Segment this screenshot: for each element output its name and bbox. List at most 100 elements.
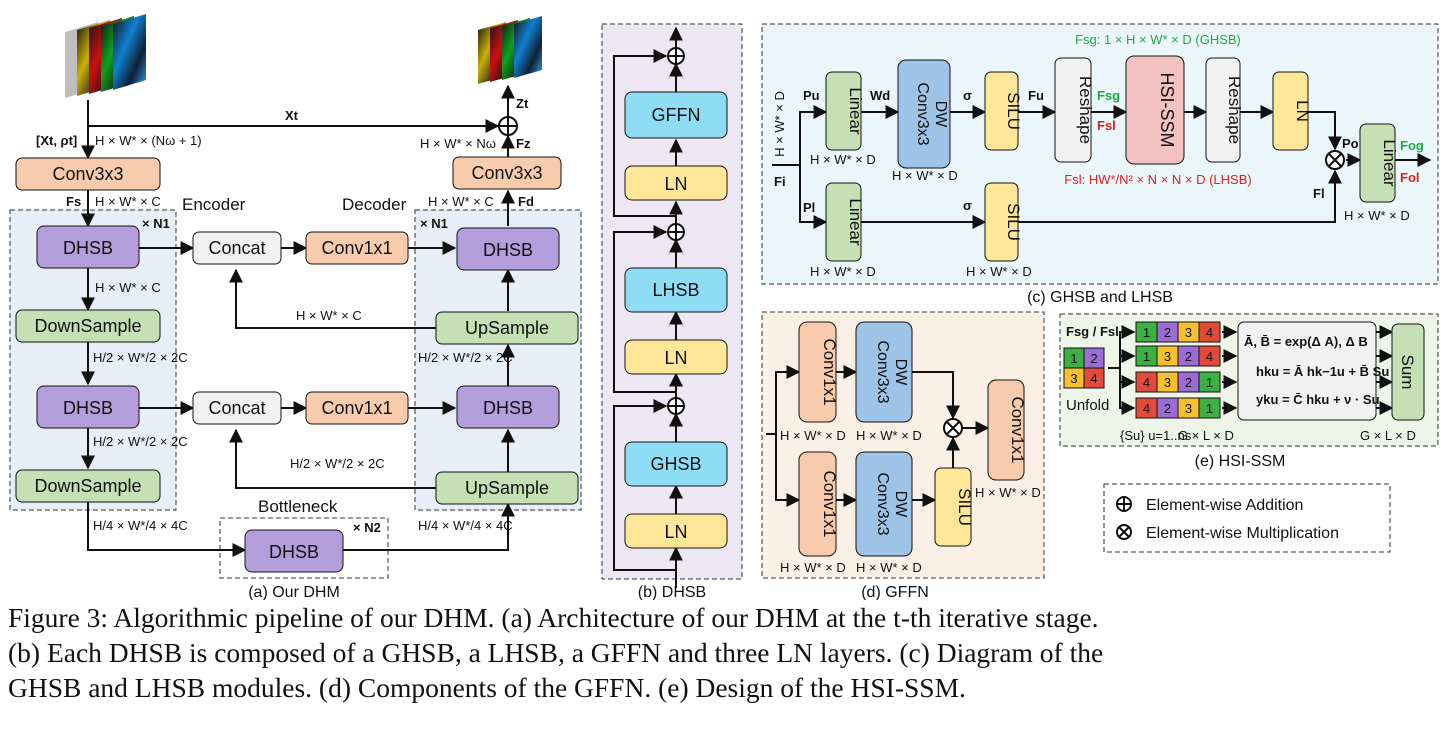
gffn-silu-label: SILU (955, 488, 974, 526)
linear-out (1359, 123, 1396, 203)
lhsb-box (624, 267, 728, 313)
seq-token-label: 2 (1185, 375, 1192, 390)
conv1x1-2 (305, 391, 409, 425)
input-dim-label: H × W* × (Nω + 1) (95, 133, 202, 148)
dwconv-c (897, 59, 951, 169)
dhsb-dec-2 (456, 385, 560, 429)
zt-label: Zt (516, 96, 529, 111)
ln-3 (624, 165, 728, 201)
fu-label: Fu (1028, 88, 1044, 103)
wd-label: Wd (870, 88, 890, 103)
dim-c-3: H × W* × D (810, 264, 876, 279)
lhsb-label: LHSB (652, 280, 699, 300)
seq-token-label: 2 (1185, 349, 1192, 364)
downsample-2-label: DownSample (34, 476, 141, 496)
svg-text:2: 2 (1090, 351, 1097, 366)
concat-2 (192, 391, 282, 425)
downsample-1 (15, 309, 161, 343)
silu-low (984, 182, 1019, 262)
ghsb-label: GHSB (650, 454, 701, 474)
dhsb-bottleneck (244, 529, 344, 573)
ln-2 (624, 339, 728, 375)
legend-mul-label: Element-wise Multiplication (1146, 525, 1339, 542)
silu-up-label: SILU (1004, 92, 1023, 130)
conv-in-box (15, 157, 161, 191)
upsample-1 (435, 311, 579, 345)
output-dim-label: H × W* × Nω (420, 136, 496, 151)
seq-token-label: 2 (1164, 325, 1171, 340)
gffn-dwconv-up-dw: DW (892, 359, 909, 387)
seq-token-label: 4 (1143, 375, 1150, 390)
gffn-dim-3: H × W* × D (975, 485, 1041, 500)
fol-label: Fol (1400, 170, 1420, 185)
seq-token-label: 4 (1206, 325, 1213, 340)
concat-2-label: Concat (208, 398, 265, 418)
gffn-dwconv-up (855, 321, 913, 423)
caption-line-3: GHSB and LHSB modules. (d) Components of… (8, 672, 966, 703)
ln-1-label: LN (664, 522, 687, 542)
seq-token-label: 1 (1143, 325, 1150, 340)
ssm-eq3: yku = C̄ hku + ν · Su (1256, 392, 1380, 407)
fs-label: Fs (66, 194, 81, 209)
seq-token (1198, 345, 1221, 367)
dim-4c-1: H/4 × W*/4 × 4C (93, 518, 188, 533)
gffn-conv1x1-up-label: Conv1x1 (820, 338, 839, 405)
panel-c-arrows (772, 105, 1432, 229)
seq-token-label: 2 (1164, 401, 1171, 416)
gffn-dwconv-low (855, 451, 913, 557)
ln-3-label: LN (664, 174, 687, 194)
dhsb-dec-2-label: DHSB (483, 398, 533, 418)
dim-2c-2: H/2 × W*/2 × 2C (93, 434, 188, 449)
dim-c-5: H × W* × D (1344, 208, 1410, 223)
mul-node-d (943, 418, 963, 438)
reshape-1 (1054, 57, 1092, 163)
fog-label: Fog (1400, 138, 1424, 153)
fsg-label: Fsg (1097, 88, 1120, 103)
add-node-b1 (667, 397, 685, 415)
linear-low-label: Linear (846, 198, 865, 246)
sum-box (1391, 323, 1425, 421)
panel-e-arrows (1108, 325, 1394, 415)
legend-add-label: Element-wise Addition (1146, 497, 1303, 514)
panel-d: Conv1x1 Conv1x1 DW Conv3x3 DW Conv3x3 SI… (761, 311, 1045, 600)
dim-4c-2: H/4 × W*/4 × 4C (418, 518, 513, 533)
svg-text:4: 4 (1090, 371, 1097, 386)
seq-token-label: 1 (1206, 401, 1213, 416)
gffn-dim-1: H × W* × D (780, 428, 846, 443)
dhsb-bottleneck-label: DHSB (269, 542, 319, 562)
gffn-conv1x1-out-label: Conv1x1 (1008, 396, 1027, 463)
dim-c-2: H × W* × D (892, 168, 958, 183)
conv-out-box (452, 156, 562, 190)
reshape-2-label: Reshape (1225, 76, 1244, 144)
gffn-conv1x1-up (798, 321, 837, 423)
n1-dec: × N1 (420, 216, 448, 231)
gffn-dim-4: H × W* × D (780, 560, 846, 575)
dim-2c-dec: H/2 × W*/2 × 2C (418, 350, 513, 365)
seq-token-label: 1 (1206, 375, 1213, 390)
conv1x1-1 (305, 231, 409, 265)
concat-1-label: Concat (208, 238, 265, 258)
gffn-box (624, 91, 728, 139)
fd-label: Fd (518, 194, 534, 209)
unfold-grid: 1 2 3 4 (1063, 347, 1105, 389)
add-symbol-icon (1116, 496, 1132, 512)
panel-a-caption: (a) Our DHM (248, 584, 340, 600)
panel-b-caption: (b) DHSB (638, 584, 706, 600)
linear-out-label: Linear (1380, 139, 1399, 187)
ghsb-lhsb-region (761, 23, 1439, 285)
gffn-dim-5: H × W* × D (856, 560, 922, 575)
add-node-b2 (667, 223, 685, 241)
gffn-conv1x1-low-label: Conv1x1 (820, 470, 839, 537)
gffn-silu (934, 467, 972, 547)
ln-1 (624, 513, 728, 549)
panel-a: Conv3x3 Conv3x3 DHSB DHSB DHSB DHSB DHSB… (9, 14, 582, 600)
panel-d-arrows (766, 365, 990, 507)
panel-b-arrows (613, 26, 683, 588)
pl-label: Pl (803, 200, 815, 215)
encoder-label: Encoder (182, 195, 246, 214)
dim-vertical: H × W* × D (772, 91, 787, 157)
sigma-low: σ (963, 198, 972, 213)
linear-up (825, 71, 862, 151)
dhsb-enc-1-label: DHSB (63, 238, 113, 258)
dim-2c-skip: H/2 × W*/2 × 2C (290, 456, 385, 471)
